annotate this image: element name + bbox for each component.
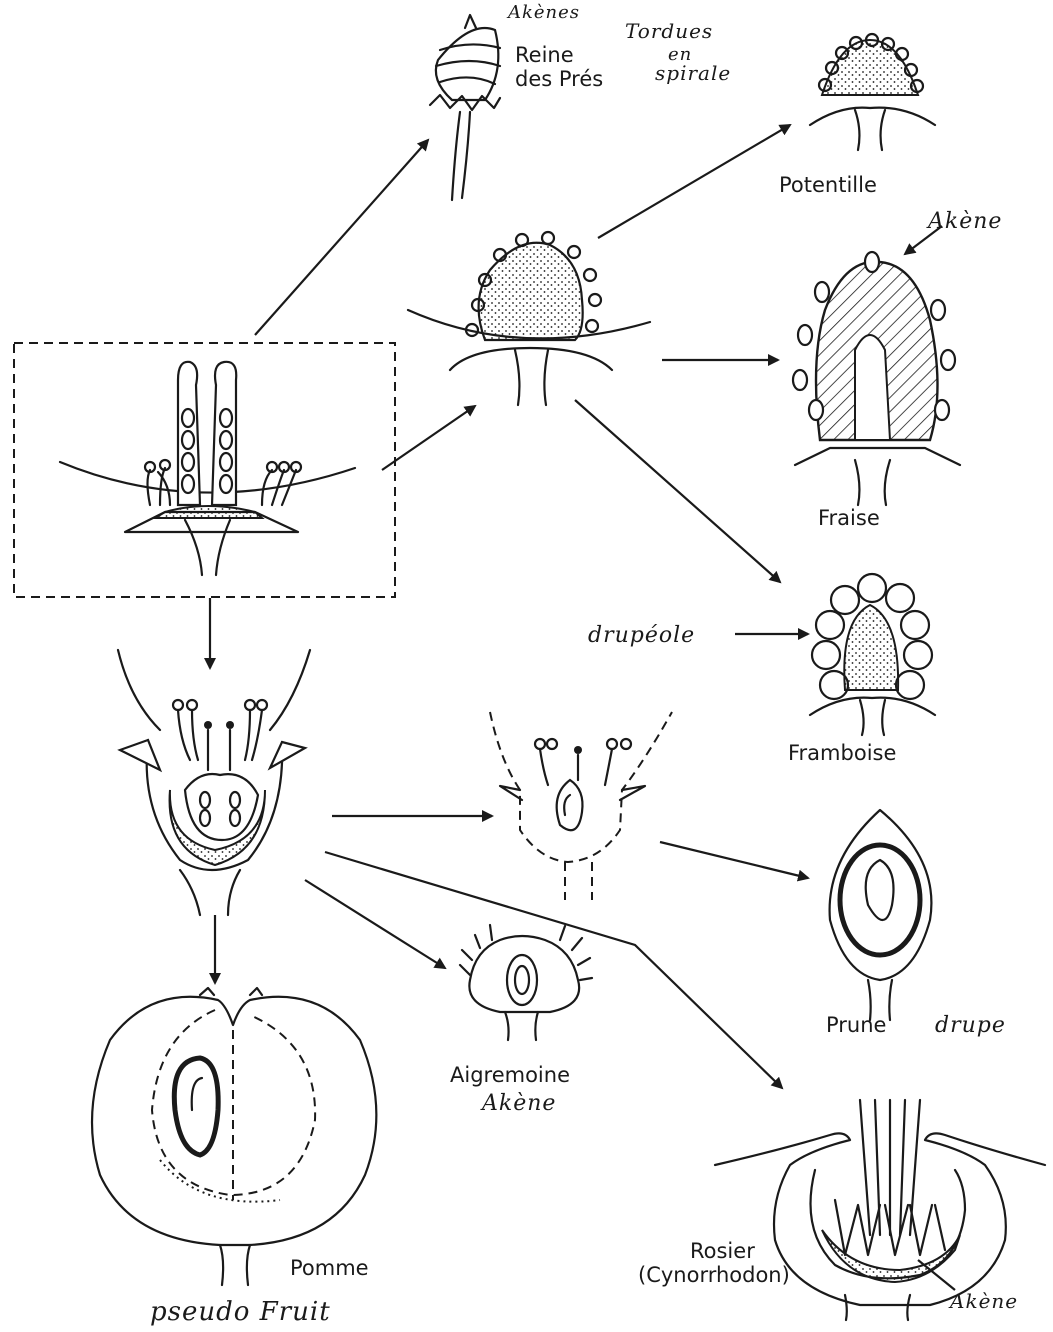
label-aigremoine: Aigremoine	[450, 1063, 570, 1087]
label-rosier-line1: Rosier	[690, 1239, 755, 1263]
potentille-fruit	[810, 34, 935, 150]
note-drupe: drupe	[935, 1013, 1006, 1038]
note-akene-rosier: Akène	[948, 1289, 1018, 1313]
arrow-to-aigremoine	[305, 880, 445, 968]
label-reine-line1: Reine	[515, 43, 574, 67]
fraise-fruit	[793, 252, 960, 505]
arrow-to-reine	[255, 140, 428, 335]
framboise-fruit	[810, 574, 935, 735]
note-akenes: Akènes	[506, 2, 580, 23]
conical-receptacle	[408, 232, 650, 405]
note-tordues: Tordues	[625, 19, 713, 43]
arrow-to-framboise	[575, 400, 780, 582]
label-pomme: Pomme	[290, 1256, 369, 1280]
typed-labels: Reine des Prés Potentille Fraise Framboi…	[290, 43, 896, 1287]
cup-flower	[118, 650, 310, 915]
arrow-to-rosier	[325, 852, 782, 1088]
dashed-frame	[14, 343, 395, 597]
note-spirale: spirale	[655, 61, 731, 85]
reine-des-pres-fruit	[430, 15, 500, 200]
label-reine-line2: des Prés	[515, 67, 603, 91]
aigremoine-fruit	[460, 925, 592, 1040]
label-framboise: Framboise	[788, 741, 896, 765]
central-flower	[14, 343, 395, 597]
arrow-to-potentille	[598, 125, 790, 238]
pomme-fruit	[92, 988, 376, 1285]
label-prune: Prune	[826, 1013, 886, 1037]
prune-fruit	[830, 810, 932, 1020]
note-drupeole: drupéole	[588, 623, 695, 648]
label-rosier-line2: (Cynorrhodon)	[638, 1263, 790, 1287]
arrow-to-prune	[660, 842, 808, 878]
label-fraise: Fraise	[818, 506, 880, 530]
note-akene-fraise: Akène	[926, 209, 1002, 234]
rosier-fruit	[715, 1100, 1045, 1320]
label-potentille: Potentille	[779, 173, 877, 197]
prune-flower	[490, 712, 672, 900]
note-akene-aigremoine: Akène	[480, 1091, 556, 1116]
note-pseudo-fruit: pseudo Fruit	[150, 1297, 331, 1327]
